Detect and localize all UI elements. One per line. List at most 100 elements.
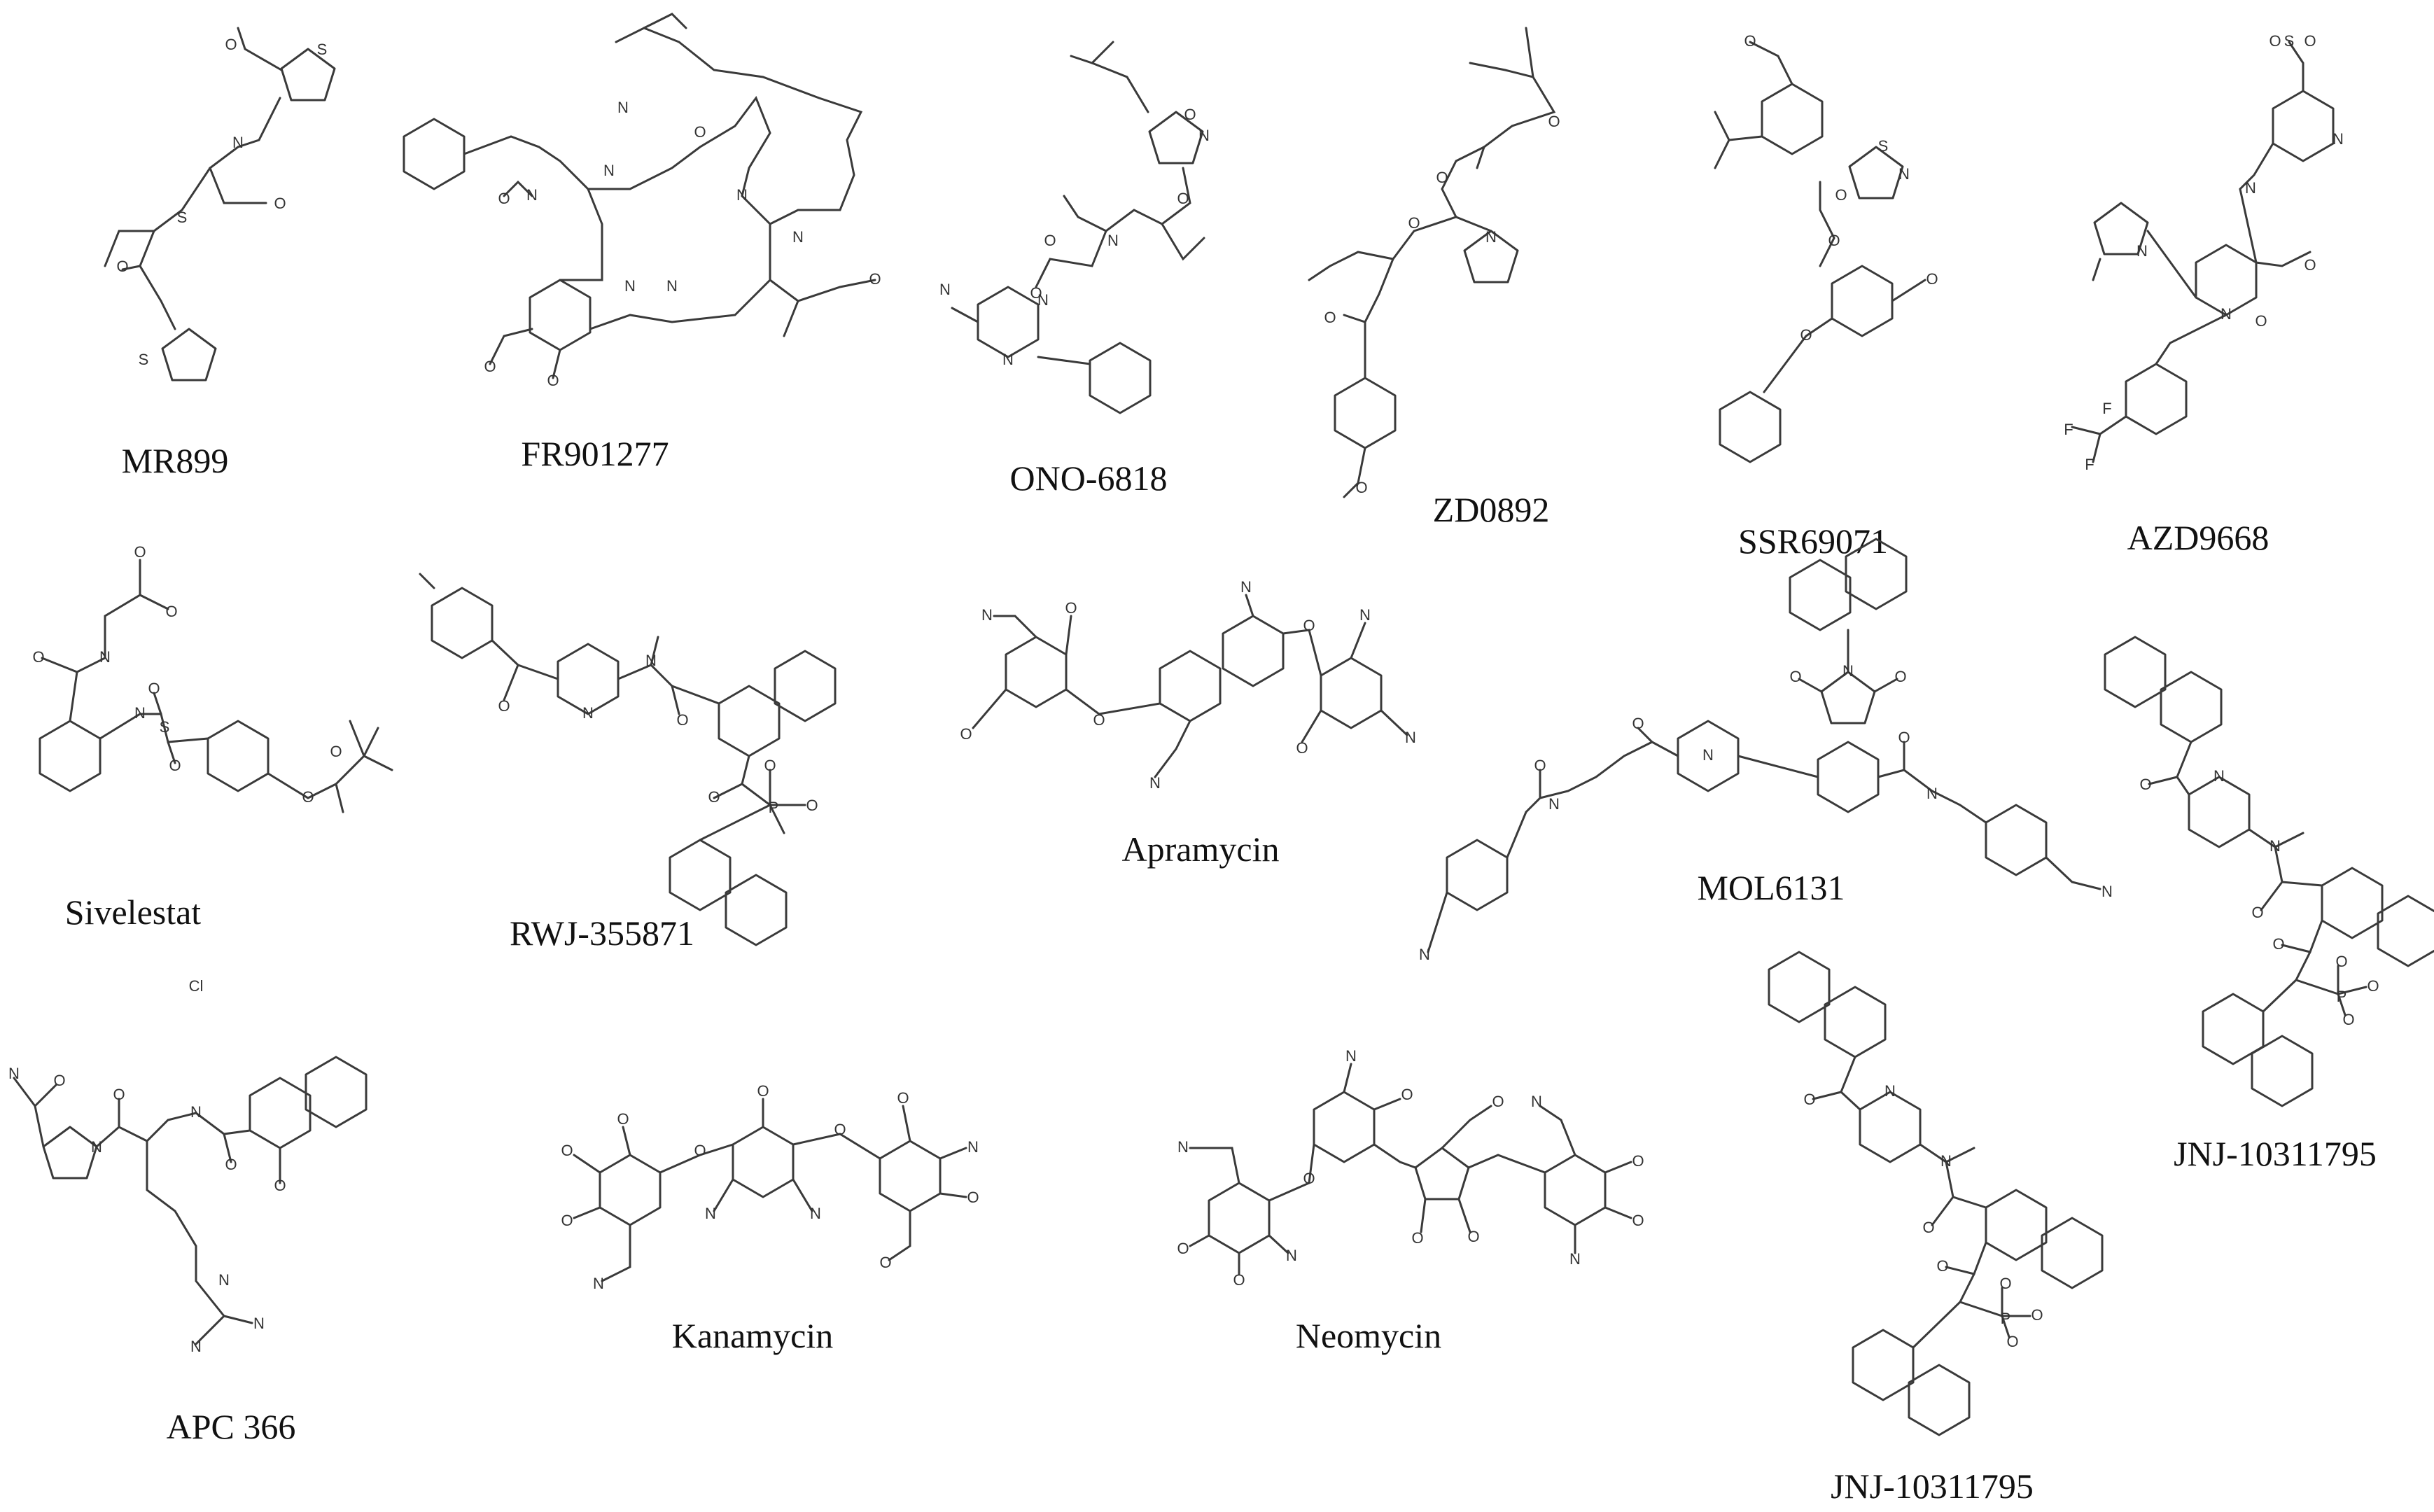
atom-o: O [498, 190, 510, 207]
atom-o: O [1467, 1228, 1479, 1245]
atom-o: O [547, 372, 559, 389]
atom-n: N [1359, 606, 1371, 624]
atom-n: N [1548, 795, 1560, 813]
atom-o: O [1898, 729, 1910, 746]
atom-o: O [1044, 232, 1056, 249]
atom-o: O [2269, 32, 2281, 50]
atom-o: O [2255, 312, 2267, 330]
atom-o: O [2335, 953, 2347, 970]
atom-o: O [1803, 1091, 1815, 1108]
atom-f: F [2102, 400, 2111, 417]
atom-o: O [1401, 1086, 1413, 1103]
compound-label-mol6131: MOL6131 [1697, 868, 1845, 907]
compound-label-mr899: MR899 [122, 441, 229, 480]
atom-n: N [1345, 1047, 1357, 1065]
atom-p: P [2337, 988, 2347, 1005]
compound-label-rwj355871: RWJ-355871 [510, 913, 694, 953]
atom-n: N [939, 281, 951, 298]
atom-o: O [1177, 190, 1189, 207]
atom-n: N [624, 277, 636, 295]
atom-n: N [2245, 179, 2256, 197]
atom-o: O [1436, 169, 1448, 186]
atom-cl: Cl [189, 977, 204, 995]
atom-o: O [134, 543, 146, 561]
atom-o: O [897, 1089, 909, 1107]
atom-n: N [1177, 1138, 1189, 1156]
structure-mol6131: O O N O N N O N O N N [1419, 538, 2113, 963]
atom-o: O [2304, 32, 2316, 50]
atom-n: N [1107, 232, 1119, 249]
compound-label-azd9668: AZD9668 [2127, 518, 2269, 557]
atom-o: O [1926, 270, 1938, 288]
structure-kanamycin: N O O O O O N N O O N O O [561, 1082, 979, 1292]
atom-n: N [8, 1065, 20, 1082]
atom-o: O [484, 358, 496, 375]
atom-n: N [2213, 767, 2225, 785]
atom-o: O [1065, 599, 1077, 617]
atom-o: O [1922, 1219, 1934, 1236]
atom-o: O [498, 697, 510, 715]
atom-o: O [1936, 1257, 1948, 1275]
atom-n: N [218, 1271, 230, 1289]
atom-o: O [708, 788, 720, 806]
atom-n: N [1240, 578, 1252, 596]
atom-n: N [1198, 127, 1210, 144]
atom-n: N [99, 648, 111, 666]
structure-apramycin: N O O O N N O N N O [960, 578, 1416, 792]
atom-n: N [2332, 130, 2344, 148]
atom-o: O [764, 757, 776, 774]
atom-o: O [1800, 326, 1812, 344]
structure-mr899: O S N O S O S [104, 27, 336, 382]
atom-o: O [274, 1177, 286, 1194]
atom-n: N [232, 134, 244, 151]
atom-o: O [1835, 186, 1847, 204]
atom-n: N [1037, 291, 1049, 309]
atom-n: N [705, 1205, 716, 1222]
atom-o: O [2139, 776, 2151, 793]
structure-apc366: N O N O N O O N N N Cl [8, 977, 368, 1355]
atom-o: O [757, 1082, 769, 1100]
atom-n: N [736, 186, 748, 204]
atom-o: O [869, 270, 881, 288]
atom-o: O [879, 1254, 891, 1271]
atom-o: O [1894, 668, 1906, 685]
atom-o: O [1632, 1152, 1644, 1170]
atom-n: N [1531, 1093, 1542, 1110]
structure-sivelestat: O O N O N S O O O O [32, 543, 393, 813]
atom-n: N [967, 1138, 979, 1156]
atom-o: O [960, 725, 972, 743]
atom-s: S [2284, 32, 2295, 50]
atom-o: O [694, 1142, 706, 1159]
atom-o: O [1632, 715, 1644, 732]
compound-label-neomycin: Neomycin [1296, 1316, 1441, 1355]
atom-o: O [302, 788, 314, 806]
atom-s: S [160, 718, 170, 736]
atom-s: S [177, 209, 188, 226]
atom-o: O [1303, 617, 1315, 634]
atom-o: O [2367, 977, 2379, 995]
atom-o: O [1303, 1170, 1315, 1187]
atom-o: O [1184, 106, 1196, 123]
atom-n: N [134, 704, 146, 722]
atom-n: N [792, 228, 804, 246]
structure-rwj355871: O N N O O P O O [419, 573, 837, 946]
structure-ssr69071: O S N O O O O [1714, 32, 1938, 463]
atom-n: N [645, 652, 657, 669]
atom-o: O [694, 123, 706, 141]
atom-o: O [2006, 1333, 2018, 1350]
atom-p: P [769, 799, 779, 816]
atom-o: O [1789, 668, 1801, 685]
atom-o: O [617, 1110, 629, 1128]
compound-label-sivelestat: Sivelestat [65, 892, 202, 932]
atom-o: O [113, 1086, 125, 1103]
compound-label-zd0892: ZD0892 [1433, 490, 1550, 529]
atom-n: N [582, 704, 594, 722]
atom-o: O [32, 648, 44, 666]
atom-n: N [1149, 774, 1161, 792]
atom-o: O [1030, 284, 1042, 302]
atom-n: N [1926, 785, 1938, 802]
atom-o: O [1093, 711, 1105, 729]
compound-label-ssr69071: SSR69071 [1738, 522, 1888, 561]
atom-o: O [53, 1072, 65, 1089]
atom-p: P [2001, 1310, 2011, 1327]
